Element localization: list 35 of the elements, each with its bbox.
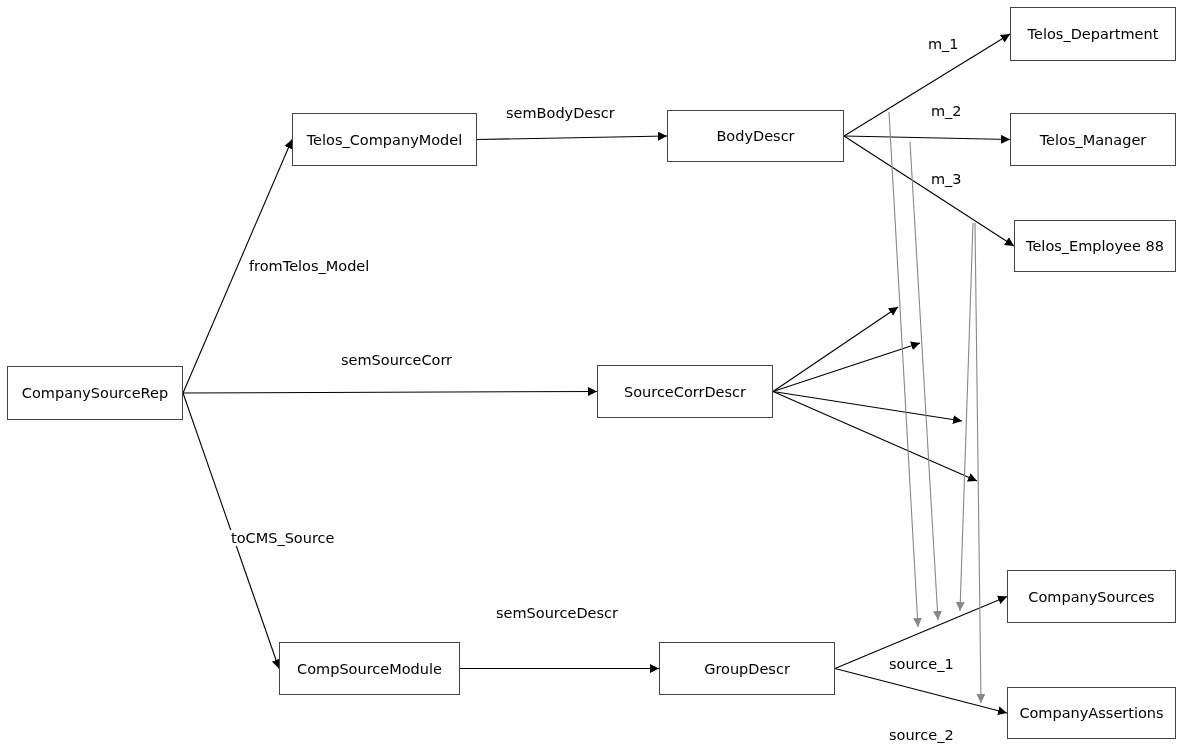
class-box: BodyDescr: [667, 110, 844, 162]
arrow: [843, 134, 1011, 144]
arrow: [182, 387, 598, 397]
class-box: Telos_Employee 88: [1014, 220, 1176, 272]
arrow: [772, 390, 963, 425]
arrow: [834, 667, 1008, 716]
arrow: [843, 135, 1015, 247]
class-box: Telos_CompanyModel: [292, 113, 477, 166]
class-box: CompanySources: [1007, 570, 1176, 623]
arrow: [772, 390, 978, 482]
class-box: CompSourceModule: [279, 642, 460, 695]
edge-label: semSourceDescr: [495, 605, 619, 621]
edge-label: m_1: [927, 36, 960, 52]
class-box: Telos_Manager: [1010, 113, 1176, 166]
class-box: SourceCorrDescr: [597, 365, 773, 418]
arrow: [772, 341, 921, 393]
edge-label: toCMS_Source: [230, 530, 336, 546]
edge-label: semBodyDescr: [505, 105, 616, 121]
edge-label: source_2: [888, 727, 955, 743]
arrow: [476, 131, 668, 141]
edge-label: fromTelos_Model: [248, 258, 371, 274]
edge-label: m_2: [930, 103, 963, 119]
edge-label: m_3: [930, 171, 963, 187]
edge-label: semSourceCorr: [340, 352, 454, 368]
class-box: GroupDescr: [659, 642, 835, 695]
arrow: [834, 595, 1008, 670]
arrow: [182, 138, 293, 394]
arrow: [772, 306, 899, 393]
class-box: Telos_Department: [1010, 7, 1176, 61]
arrow: [182, 392, 281, 670]
arrow: [459, 664, 660, 673]
edge-label: source_1: [888, 656, 955, 672]
class-box: CompanySourceRep: [7, 366, 183, 420]
arrow: [843, 33, 1011, 137]
class-box: CompanyAssertions: [1007, 687, 1176, 739]
